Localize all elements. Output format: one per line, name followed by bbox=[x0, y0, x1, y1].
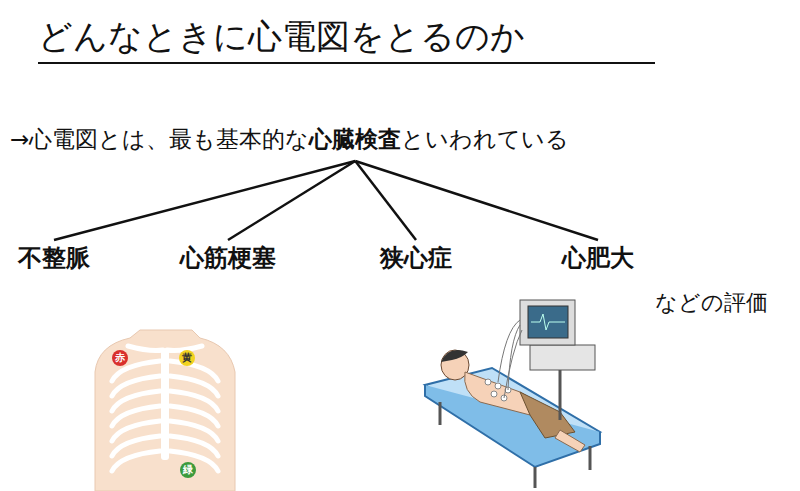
node-text: といわれている bbox=[401, 126, 569, 152]
node-text: 心筋梗塞 bbox=[180, 244, 276, 272]
node-text: →心電図とは、最も基本的な bbox=[10, 126, 309, 152]
term-node: 心筋梗塞 bbox=[180, 242, 276, 274]
title-underline bbox=[38, 62, 655, 64]
term-node: 不整脈 bbox=[18, 242, 90, 274]
title: どんなときに心電図をとるのか bbox=[38, 14, 525, 60]
fan-connector bbox=[355, 161, 598, 240]
fan-connector bbox=[54, 161, 355, 240]
term-node: 心肥大 bbox=[562, 242, 634, 274]
statement-text: →心電図とは、最も基本的な心臓検査といわれている bbox=[10, 124, 569, 155]
term-node: 狭心症 bbox=[380, 242, 452, 274]
node-text: 不整脈 bbox=[18, 244, 90, 272]
fan-connector bbox=[228, 161, 355, 240]
node-text: 心肥大 bbox=[562, 244, 634, 272]
torso-figure bbox=[95, 330, 235, 491]
electrode-label: 黄 bbox=[181, 352, 193, 364]
patient-ecg-illustration bbox=[425, 300, 600, 488]
node-text: 狭心症 bbox=[380, 244, 452, 272]
electrode-label: 緑 bbox=[182, 464, 194, 476]
note-text: などの評価 bbox=[655, 288, 768, 318]
electrode-label: 赤 bbox=[114, 352, 126, 364]
node-text: 心臓検査 bbox=[309, 126, 401, 152]
fan-connector bbox=[355, 161, 416, 240]
